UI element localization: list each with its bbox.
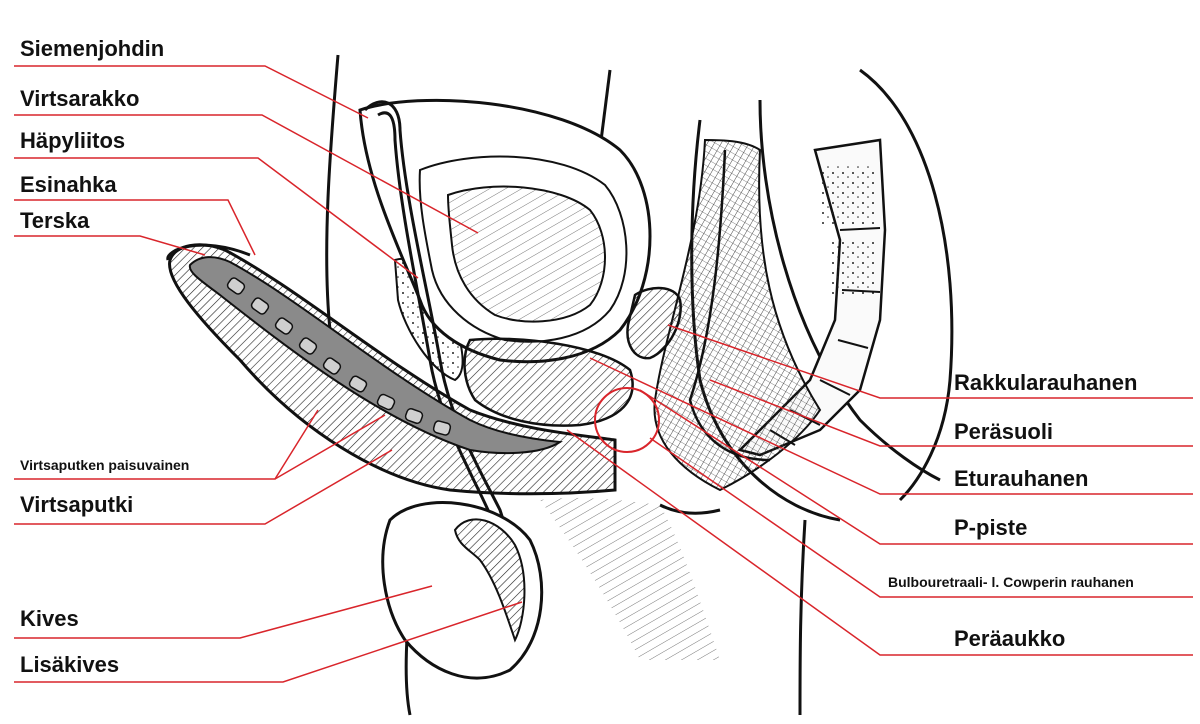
- leader-perasuoli: [709, 379, 1193, 447]
- penis: [166, 243, 617, 496]
- bladder: [358, 98, 652, 364]
- label-siemenjohdin: Siemenjohdin: [20, 36, 165, 61]
- leader-siemenjohdin: [14, 65, 369, 119]
- label-kives: Kives: [20, 606, 79, 631]
- label-p-piste: P-piste: [954, 515, 1028, 540]
- label-perasuoli: Peräsuoli: [954, 419, 1054, 444]
- epididymis: [453, 518, 526, 643]
- leader-bulbouretraali: [649, 437, 1193, 598]
- label-rakkularauhanen: Rakkularauhanen: [954, 370, 1138, 395]
- perineum: [540, 497, 720, 660]
- label-terska: Terska: [20, 208, 90, 233]
- leader-lines: [14, 65, 1193, 683]
- label-hapyliitos: Häpyliitos: [20, 128, 126, 153]
- leader-kives: [14, 585, 433, 639]
- label-virtsarakko: Virtsarakko: [20, 86, 140, 111]
- leader-virtsarakko: [14, 114, 479, 234]
- p-point-circle: [594, 387, 660, 453]
- leader-lisakives: [14, 601, 523, 683]
- leader-hapyliitos: [14, 157, 419, 279]
- leader-eturauhanen: [589, 357, 1193, 495]
- label-eturauhanen: Eturauhanen: [954, 466, 1089, 491]
- label-virtsaputki: Virtsaputki: [20, 492, 134, 517]
- label-peraaukko: Peräaukko: [954, 626, 1066, 651]
- leader-virtsaputki: [14, 449, 393, 525]
- leader-peraaukko: [566, 429, 1193, 656]
- leader-p-piste: [639, 389, 1193, 545]
- leader-rakkularauhanen: [667, 324, 1193, 399]
- label-bulbouretraali: Bulbouretraali- l. Cowperin rauhanen: [888, 574, 1134, 590]
- label-esinahka: Esinahka: [20, 172, 117, 197]
- leader-terska: [14, 235, 206, 256]
- seminal-vesicle: [626, 286, 682, 360]
- spine: [737, 138, 887, 457]
- leader-paisuvainen-b: [274, 414, 386, 480]
- label-virtsaputken-paisuvainen: Virtsaputken paisuvainen: [20, 457, 190, 473]
- prostate: [463, 337, 634, 427]
- leader-esinahka: [14, 199, 256, 256]
- label-lisakives: Lisäkives: [20, 652, 120, 677]
